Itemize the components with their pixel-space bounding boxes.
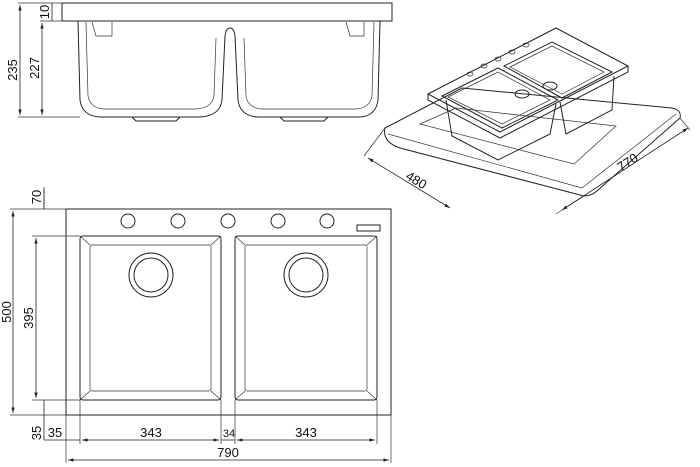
dim-label-35-horizontal: 35 bbox=[48, 425, 62, 440]
dim-label-35-vertical: 35 bbox=[29, 426, 44, 440]
plan-tap-hole-2 bbox=[170, 213, 186, 229]
plan-right-bowl bbox=[234, 235, 378, 401]
side-view-right-clip bbox=[345, 21, 365, 37]
dim-label-34: 34 bbox=[223, 428, 235, 440]
iso-right-bowl bbox=[502, 41, 614, 99]
plan-overflow-slot bbox=[356, 224, 381, 232]
dim-label-480: 480 bbox=[403, 168, 429, 192]
iso-left-bowl bbox=[440, 67, 560, 129]
plan-tap-hole-5 bbox=[319, 213, 335, 229]
iso-tap-hole-5 bbox=[522, 42, 530, 48]
plan-left-bowl bbox=[79, 235, 222, 401]
dim-label-70: 70 bbox=[29, 190, 44, 204]
dim-line-480 bbox=[367, 157, 451, 209]
iso-tap-hole-2 bbox=[480, 63, 488, 69]
iso-tap-hole-1 bbox=[466, 71, 474, 77]
iso-cutout bbox=[418, 107, 617, 165]
dim-label-10: 10 bbox=[37, 5, 52, 19]
side-view: 235 227 10 bbox=[5, 2, 393, 122]
plan-view: 500 395 70 35 35 343 34 343 790 bbox=[0, 187, 392, 463]
iso-tap-hole-4 bbox=[508, 49, 516, 55]
dim-label-343-right: 343 bbox=[295, 425, 317, 440]
dim-label-790: 790 bbox=[217, 445, 239, 460]
dim-label-343-left: 343 bbox=[140, 425, 162, 440]
dim-label-770: 770 bbox=[614, 150, 640, 174]
iso-right-drain bbox=[542, 81, 558, 91]
side-view-right-bowl bbox=[229, 20, 381, 118]
dim-label-500: 500 bbox=[0, 301, 14, 323]
iso-left-drain bbox=[514, 89, 530, 99]
plan-tap-hole-3 bbox=[220, 213, 236, 229]
side-view-left-bowl bbox=[77, 20, 231, 118]
iso-tap-hole-3 bbox=[494, 56, 502, 62]
dim-label-235: 235 bbox=[5, 59, 20, 81]
plan-outer-frame bbox=[65, 208, 392, 416]
plan-right-drain bbox=[283, 252, 329, 298]
dim-label-227: 227 bbox=[27, 57, 42, 79]
dim-line-770 bbox=[561, 127, 689, 211]
side-view-left-clip bbox=[91, 21, 113, 37]
side-view-top-slab bbox=[61, 2, 393, 22]
side-view-left-drain bbox=[131, 116, 181, 122]
isometric-view: 480 770 bbox=[363, 27, 691, 215]
plan-left-drain bbox=[128, 252, 174, 298]
plan-tap-hole-4 bbox=[270, 213, 286, 229]
side-view-right-drain bbox=[279, 116, 329, 122]
plan-tap-hole-1 bbox=[120, 213, 136, 229]
dim-label-395: 395 bbox=[21, 307, 36, 329]
